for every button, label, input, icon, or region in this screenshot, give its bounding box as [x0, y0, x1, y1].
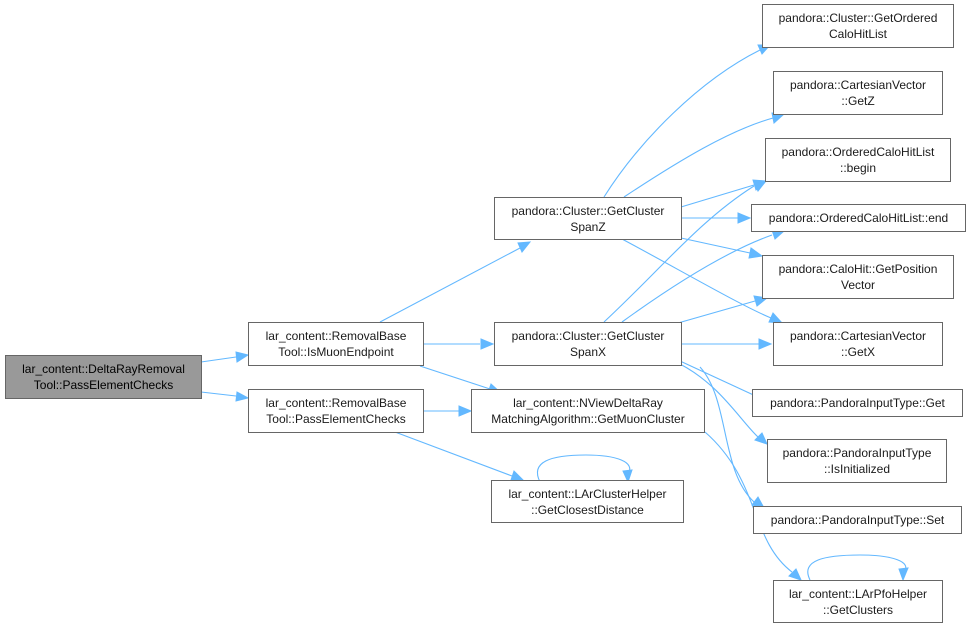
node-label-line1: pandora::CaloHit::GetPosition [778, 262, 938, 276]
edge-pfoclust-self [807, 554, 907, 581]
node-label-line2: ::IsInitialized [823, 462, 891, 476]
edge-root-ismuon [200, 356, 237, 363]
node-label-line1: lar_content::DeltaRayRemoval [22, 362, 185, 376]
edge-pfoclust-self-arrow [898, 567, 909, 582]
node-pandorainputtype-get[interactable]: pandora::PandoraInputType::Get [752, 389, 963, 417]
edge-spanx-begin-arrow [753, 180, 768, 192]
node-cartesianvector-getx[interactable]: pandora::CartesianVector ::GetX [773, 322, 943, 366]
edge-root-passbase [200, 391, 237, 397]
node-label-line2: Tool::IsMuonEndpoint [278, 345, 394, 359]
edge-ismuon-muoncl [419, 365, 491, 390]
node-label-line1: pandora::OrderedCaloHitList::end [768, 211, 949, 225]
node-label-line2: SpanZ [570, 219, 606, 234]
edge-ismuon-spanz-arrow [517, 241, 532, 253]
node-orderedcalohitlist-end[interactable]: pandora::OrderedCaloHitList::end [751, 204, 966, 232]
node-label-line1: lar_content::RemovalBase [265, 329, 407, 343]
node-label-line2: ::GetZ [841, 94, 875, 108]
node-label-line2: ::GetClosestDistance [531, 502, 644, 517]
edge-root-ismuon-arrow [235, 351, 250, 363]
node-removalbase-ismuonendpoint[interactable]: lar_content::RemovalBase Tool::IsMuonEnd… [248, 322, 424, 366]
edge-muoncl-pfoclust-arrow [788, 568, 802, 581]
edge-spanx-end [621, 234, 773, 323]
node-label-line1: pandora::PandoraInputType::Get [770, 396, 945, 410]
node-larpfohelper-getclusters[interactable]: lar_content::LArPfoHelper ::GetClusters [773, 580, 943, 623]
node-label-line2: Tool::PassElementChecks [266, 412, 406, 426]
edge-spanz-getpos [680, 237, 751, 254]
node-label-line2: ::GetClusters [822, 602, 894, 617]
edge-spanx-pset [699, 366, 755, 503]
node-label-line1: pandora::Cluster::GetCluster [511, 203, 665, 218]
edge-ismuon-spanx-arrow [480, 338, 495, 350]
edge-spanz-end-arrow [737, 212, 752, 224]
edge-passbase-muoncl-arrow [458, 405, 473, 417]
node-label-line2: CaloHitList [828, 27, 888, 41]
node-label-line1: pandora::Cluster::GetOrdered [778, 11, 938, 25]
edge-spanx-getpos [677, 300, 756, 324]
node-label-line1: pandora::PandoraInputType [782, 446, 932, 460]
edge-spanx-pinit [679, 363, 759, 438]
edge-passbase-closest-arrow [510, 470, 525, 481]
edge-spanx-pget [679, 360, 761, 399]
node-cluster-getclusterspanz[interactable]: pandora::Cluster::GetCluster SpanZ [494, 197, 682, 240]
node-label-line1: pandora::PandoraInputType::Set [770, 513, 945, 527]
node-label-line1: lar_content::LArClusterHelper [508, 486, 667, 501]
edge-spanz-ordered [603, 49, 761, 198]
node-label-line2: ::GetX [840, 345, 875, 359]
node-label-line2: MatchingAlgorithm::GetMuonCluster [491, 412, 685, 426]
node-label-line2: ::begin [839, 161, 877, 175]
node-label-line1: pandora::OrderedCaloHitList [781, 145, 935, 159]
node-label-line1: pandora::Cluster::GetCluster [511, 329, 665, 343]
node-pandorainputtype-set[interactable]: pandora::PandoraInputType::Set [753, 506, 962, 534]
node-cluster-getclusterspanx[interactable]: pandora::Cluster::GetCluster SpanX [494, 322, 682, 366]
node-label-line2: Tool::PassElementChecks [33, 378, 174, 392]
edge-root-passbase-arrow [235, 391, 250, 402]
node-label-line1: pandora::CartesianVector [789, 329, 927, 343]
edge-spanx-begin [603, 185, 755, 323]
edge-spanz-getpos-arrow [748, 247, 764, 259]
edge-spanz-getz [623, 117, 774, 198]
node-pandorainputtype-isinitialized[interactable]: pandora::PandoraInputType ::IsInitialize… [767, 439, 947, 483]
edge-closest-self [537, 454, 631, 483]
edge-spanz-begin [680, 184, 755, 208]
edge-spanx-getx-arrow [758, 338, 773, 350]
node-cluster-getorderedcalohitlist[interactable]: pandora::Cluster::GetOrdered CaloHitList [762, 4, 954, 48]
edge-passbase-closest [394, 431, 513, 477]
edge-spanz-getx [621, 238, 772, 319]
node-removalbase-passelementchecks[interactable]: lar_content::RemovalBase Tool::PassEleme… [248, 389, 424, 433]
node-label-line1: lar_content::RemovalBase [265, 396, 407, 410]
node-deltaray-passelementchecks[interactable]: lar_content::DeltaRayRemoval Tool::PassE… [5, 355, 202, 399]
node-larclusterhelper-getclosestdistance[interactable]: lar_content::LArClusterHelper ::GetClose… [491, 480, 684, 523]
node-cartesianvector-getz[interactable]: pandora::CartesianVector ::GetZ [773, 71, 943, 115]
node-label-line1: pandora::CartesianVector [789, 78, 927, 92]
node-nviewdeltaray-getmuoncluster[interactable]: lar_content::NViewDeltaRay MatchingAlgor… [471, 389, 705, 433]
edge-closest-self-arrow [622, 469, 633, 484]
node-calohit-getpositionvector[interactable]: pandora::CaloHit::GetPosition Vector [762, 255, 954, 299]
node-label-line2: Vector [840, 278, 876, 292]
node-label-line2: SpanX [569, 345, 607, 359]
node-orderedcalohitlist-begin[interactable]: pandora::OrderedCaloHitList ::begin [765, 138, 951, 182]
node-label-line1: lar_content::NViewDeltaRay [513, 396, 663, 410]
edge-spanx-pinit-arrow [754, 432, 768, 445]
node-label-line1: lar_content::LArPfoHelper [788, 586, 928, 601]
edge-ismuon-spanz [379, 247, 521, 323]
